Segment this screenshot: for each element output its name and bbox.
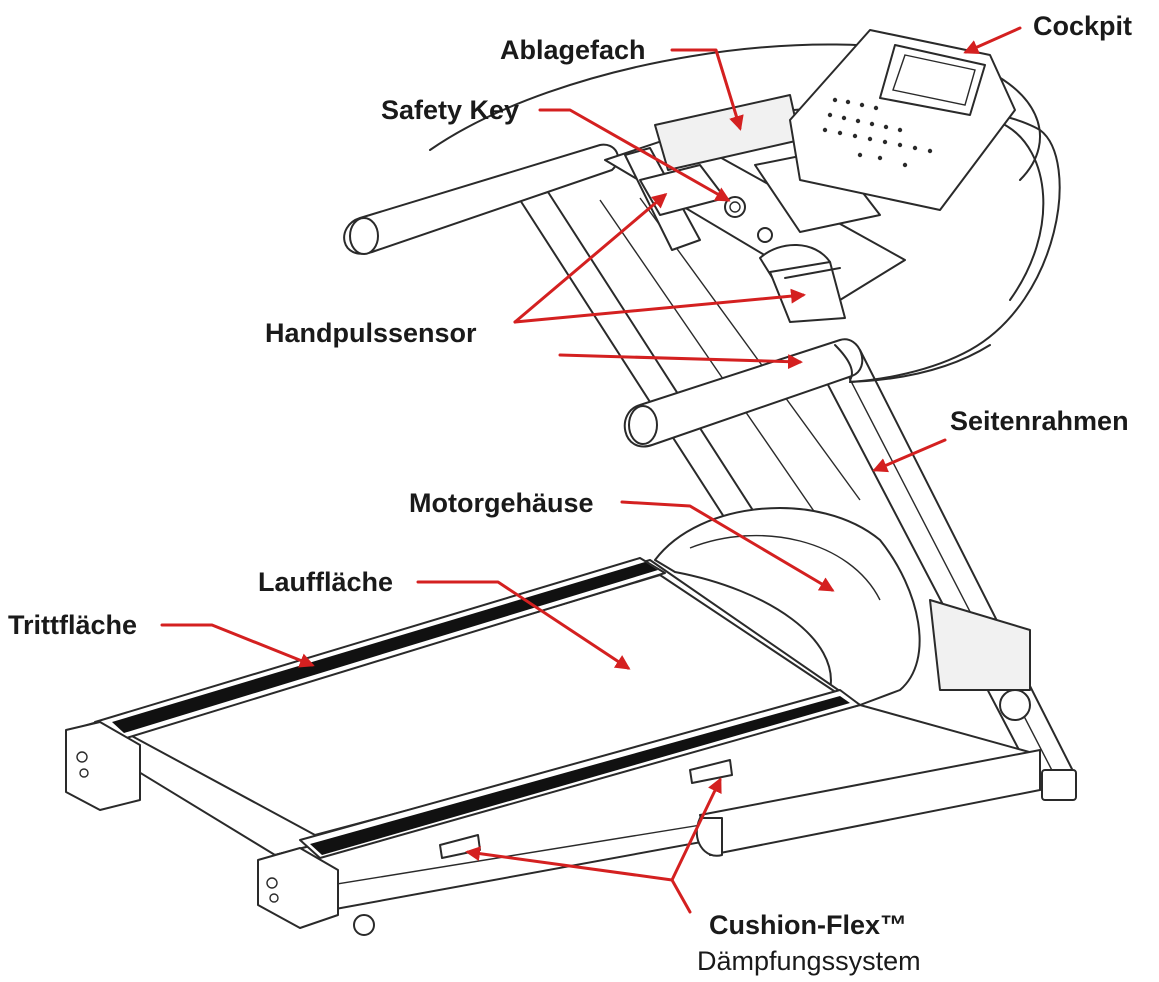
arrow-seitenrahmen bbox=[872, 438, 947, 473]
label-ablagefach: Ablagefach bbox=[500, 35, 646, 65]
rear-end-caps bbox=[65, 689, 1031, 936]
arrow-handpuls-1 bbox=[513, 193, 668, 324]
pointer-arrows bbox=[160, 26, 1022, 914]
label-cockpit: Cockpit bbox=[1033, 11, 1133, 41]
label-daempfungssystem: Dämpfungssystem bbox=[697, 946, 921, 976]
arrow-handpuls-2 bbox=[513, 288, 806, 324]
treadmill-drawing bbox=[65, 29, 1077, 936]
console-crossbar bbox=[604, 134, 906, 323]
arrow-cushion-2 bbox=[670, 777, 722, 882]
label-trittflaeche: Trittfläche bbox=[8, 610, 138, 640]
left-grip bbox=[343, 143, 619, 255]
arrow-motorgehaeuse bbox=[620, 500, 835, 592]
label-safety-key: Safety Key bbox=[381, 95, 520, 125]
label-laufflaeche: Lauffläche bbox=[258, 567, 394, 597]
label-cushion-flex: Cushion-Flex™ bbox=[709, 910, 908, 940]
cockpit-buttons bbox=[822, 97, 933, 168]
storage-tray bbox=[654, 94, 881, 233]
arrow-safety-key bbox=[538, 108, 731, 202]
label-motorgehaeuse: Motorgehäuse bbox=[409, 488, 594, 518]
arrow-cockpit bbox=[963, 26, 1022, 54]
label-seitenrahmen: Seitenrahmen bbox=[950, 406, 1129, 436]
motor-hood bbox=[654, 507, 1031, 706]
arrow-trittflaeche bbox=[160, 623, 315, 668]
arrow-ablagefach bbox=[670, 48, 744, 131]
right-step-rail bbox=[299, 689, 861, 859]
cockpit-console bbox=[789, 29, 1016, 211]
label-handpulssensor: Handpulssensor bbox=[265, 318, 477, 348]
arrow-laufflaeche bbox=[416, 580, 631, 670]
arrow-handpuls-3 bbox=[558, 353, 803, 370]
